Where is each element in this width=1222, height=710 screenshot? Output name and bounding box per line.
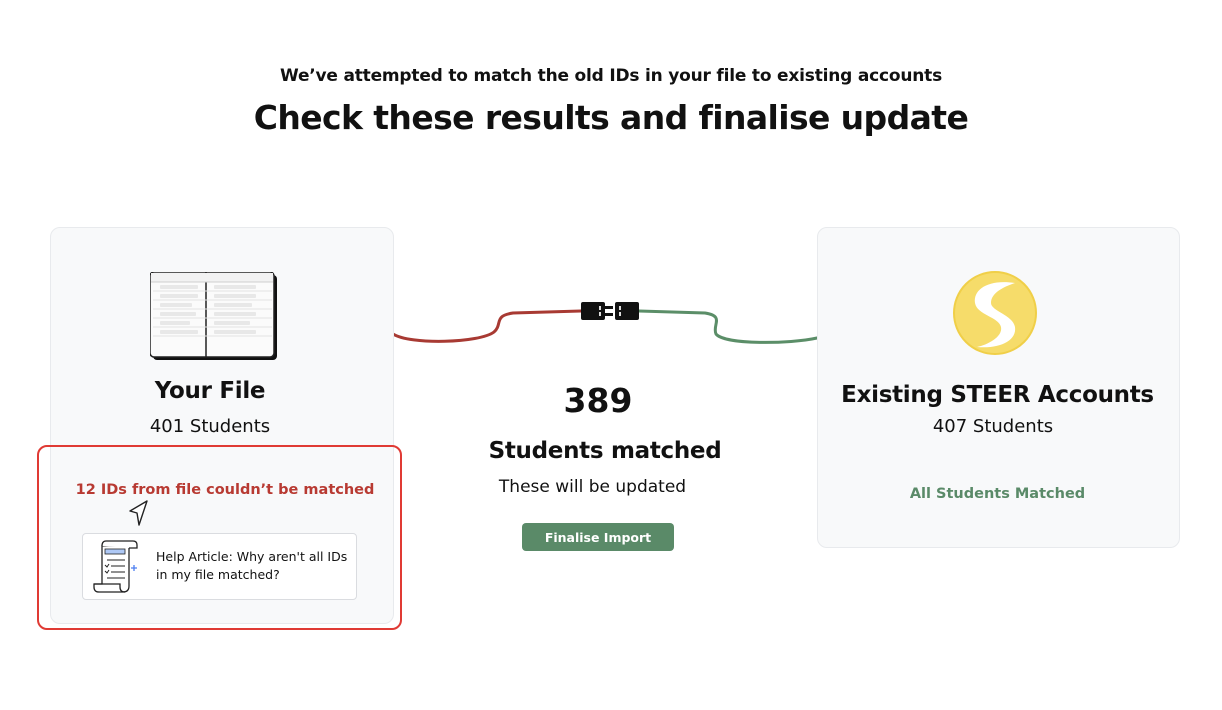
cursor-arrow-icon — [129, 500, 148, 526]
matched-count: 389 — [563, 381, 633, 420]
red-cable — [391, 309, 583, 343]
plug-icon — [581, 302, 613, 320]
socket-icon — [615, 302, 639, 320]
help-article-text: Help Article: Why aren't all IDs in my f… — [156, 549, 348, 582]
file-student-count: 401 Students — [149, 416, 271, 437]
page-title: Check these results and finalise update — [253, 98, 969, 137]
spreadsheet-icon — [150, 272, 277, 360]
all-matched-status: All Students Matched — [909, 486, 1086, 502]
your-file-title: Your File — [154, 378, 266, 404]
green-cable — [637, 309, 819, 344]
existing-accounts-title: Existing STEER Accounts — [841, 382, 1154, 408]
subtitle: We’ve attempted to match the old IDs in … — [280, 66, 942, 86]
accounts-student-count: 407 Students — [932, 416, 1054, 437]
document-scroll-icon — [93, 540, 138, 593]
unmatched-highlight — [37, 445, 402, 630]
matched-sub-text: These will be updated — [498, 477, 687, 497]
matched-label: Students matched — [488, 438, 722, 464]
finalise-import-button[interactable]: Finalise Import — [522, 523, 674, 551]
unmatched-ids-link[interactable]: 12 IDs from file couldn’t be matched — [75, 482, 375, 498]
help-article-card[interactable]: Help Article: Why aren't all IDs in my f… — [82, 533, 357, 600]
steer-logo-icon — [953, 271, 1037, 355]
